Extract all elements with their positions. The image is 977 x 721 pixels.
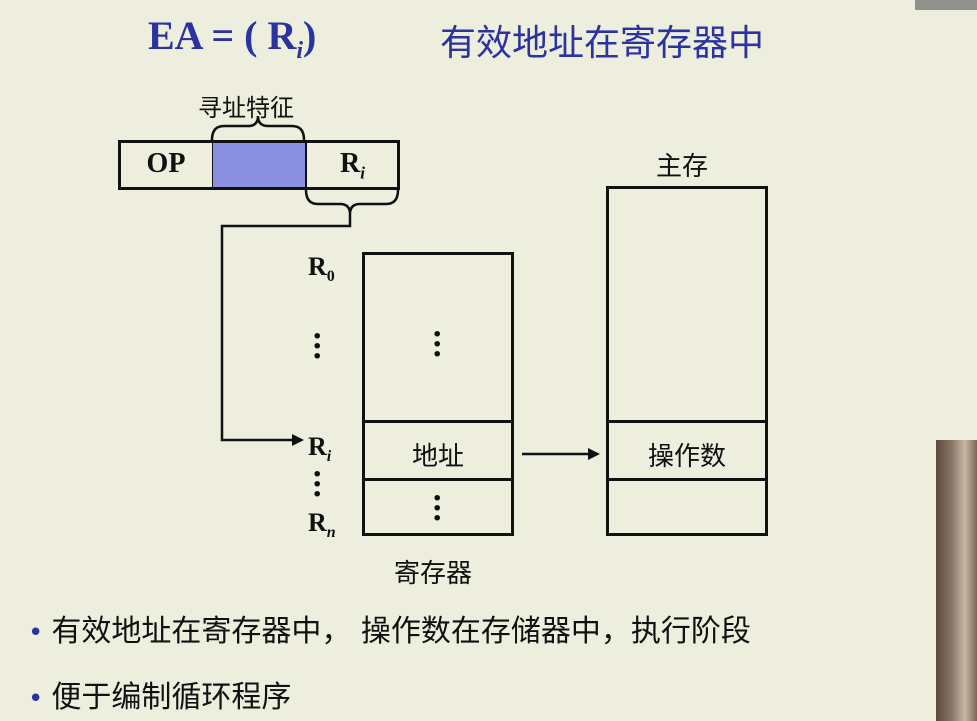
bullet-text-2: 便于编制循环程序 <box>51 680 292 715</box>
register-address-cell: 地址 <box>411 442 464 472</box>
register-label-ri: Ri <box>308 432 332 466</box>
main-memory <box>606 186 768 536</box>
register-vdots-upper: ··· <box>432 317 443 372</box>
slide-subtitle: 有效地址在寄存器中 <box>440 23 765 64</box>
register-label-vdots-lower: ··· <box>312 457 323 512</box>
register-label-vdots-upper: ··· <box>312 319 323 374</box>
ri-brace <box>304 189 400 215</box>
formula-end: ) <box>303 13 317 58</box>
ri-field-sub: i <box>360 163 365 183</box>
feature-brace <box>210 115 306 141</box>
addressing-feature-label: 寻址特征 <box>198 94 294 122</box>
ri-field-label: Ri <box>305 148 400 184</box>
register-label-rn: Rn <box>308 508 336 542</box>
bullet-item-1: •有效地址在寄存器中， 操作数在存储器中，执行阶段 <box>28 606 751 650</box>
op-label: OP <box>146 148 186 179</box>
address-arrowhead <box>588 448 600 460</box>
pointer-arrowhead <box>292 434 304 446</box>
register-divider-bottom <box>362 478 514 481</box>
pointer-line <box>220 214 352 442</box>
memory-operand-cell: 操作数 <box>647 442 726 472</box>
memory-divider-top <box>606 420 768 423</box>
register-vdots-lower: ··· <box>432 481 443 536</box>
presenter-video-edge <box>936 440 977 721</box>
corner-artifact <box>915 0 977 10</box>
ri-field <box>305 140 400 190</box>
register-label-r0: R0 <box>308 252 335 286</box>
formula-sub: i <box>296 38 304 64</box>
memory-caption: 主存 <box>656 152 709 182</box>
bullet-dot-icon: • <box>28 684 44 714</box>
register-file-caption: 寄存器 <box>394 559 473 589</box>
feature-field <box>212 140 307 190</box>
ri-field-main: R <box>340 148 361 179</box>
bullet-text-1: 有效地址在寄存器中， 操作数在存储器中，执行阶段 <box>51 614 751 649</box>
register-divider-top <box>362 420 514 423</box>
bullet-item-2: •便于编制循环程序 <box>28 672 291 716</box>
bullet-dot-icon: • <box>28 618 44 648</box>
memory-divider-bottom <box>606 478 768 481</box>
formula-main: EA = ( R <box>148 13 297 58</box>
formula-title: EA = ( Ri) <box>148 12 316 65</box>
register-file <box>362 252 514 536</box>
